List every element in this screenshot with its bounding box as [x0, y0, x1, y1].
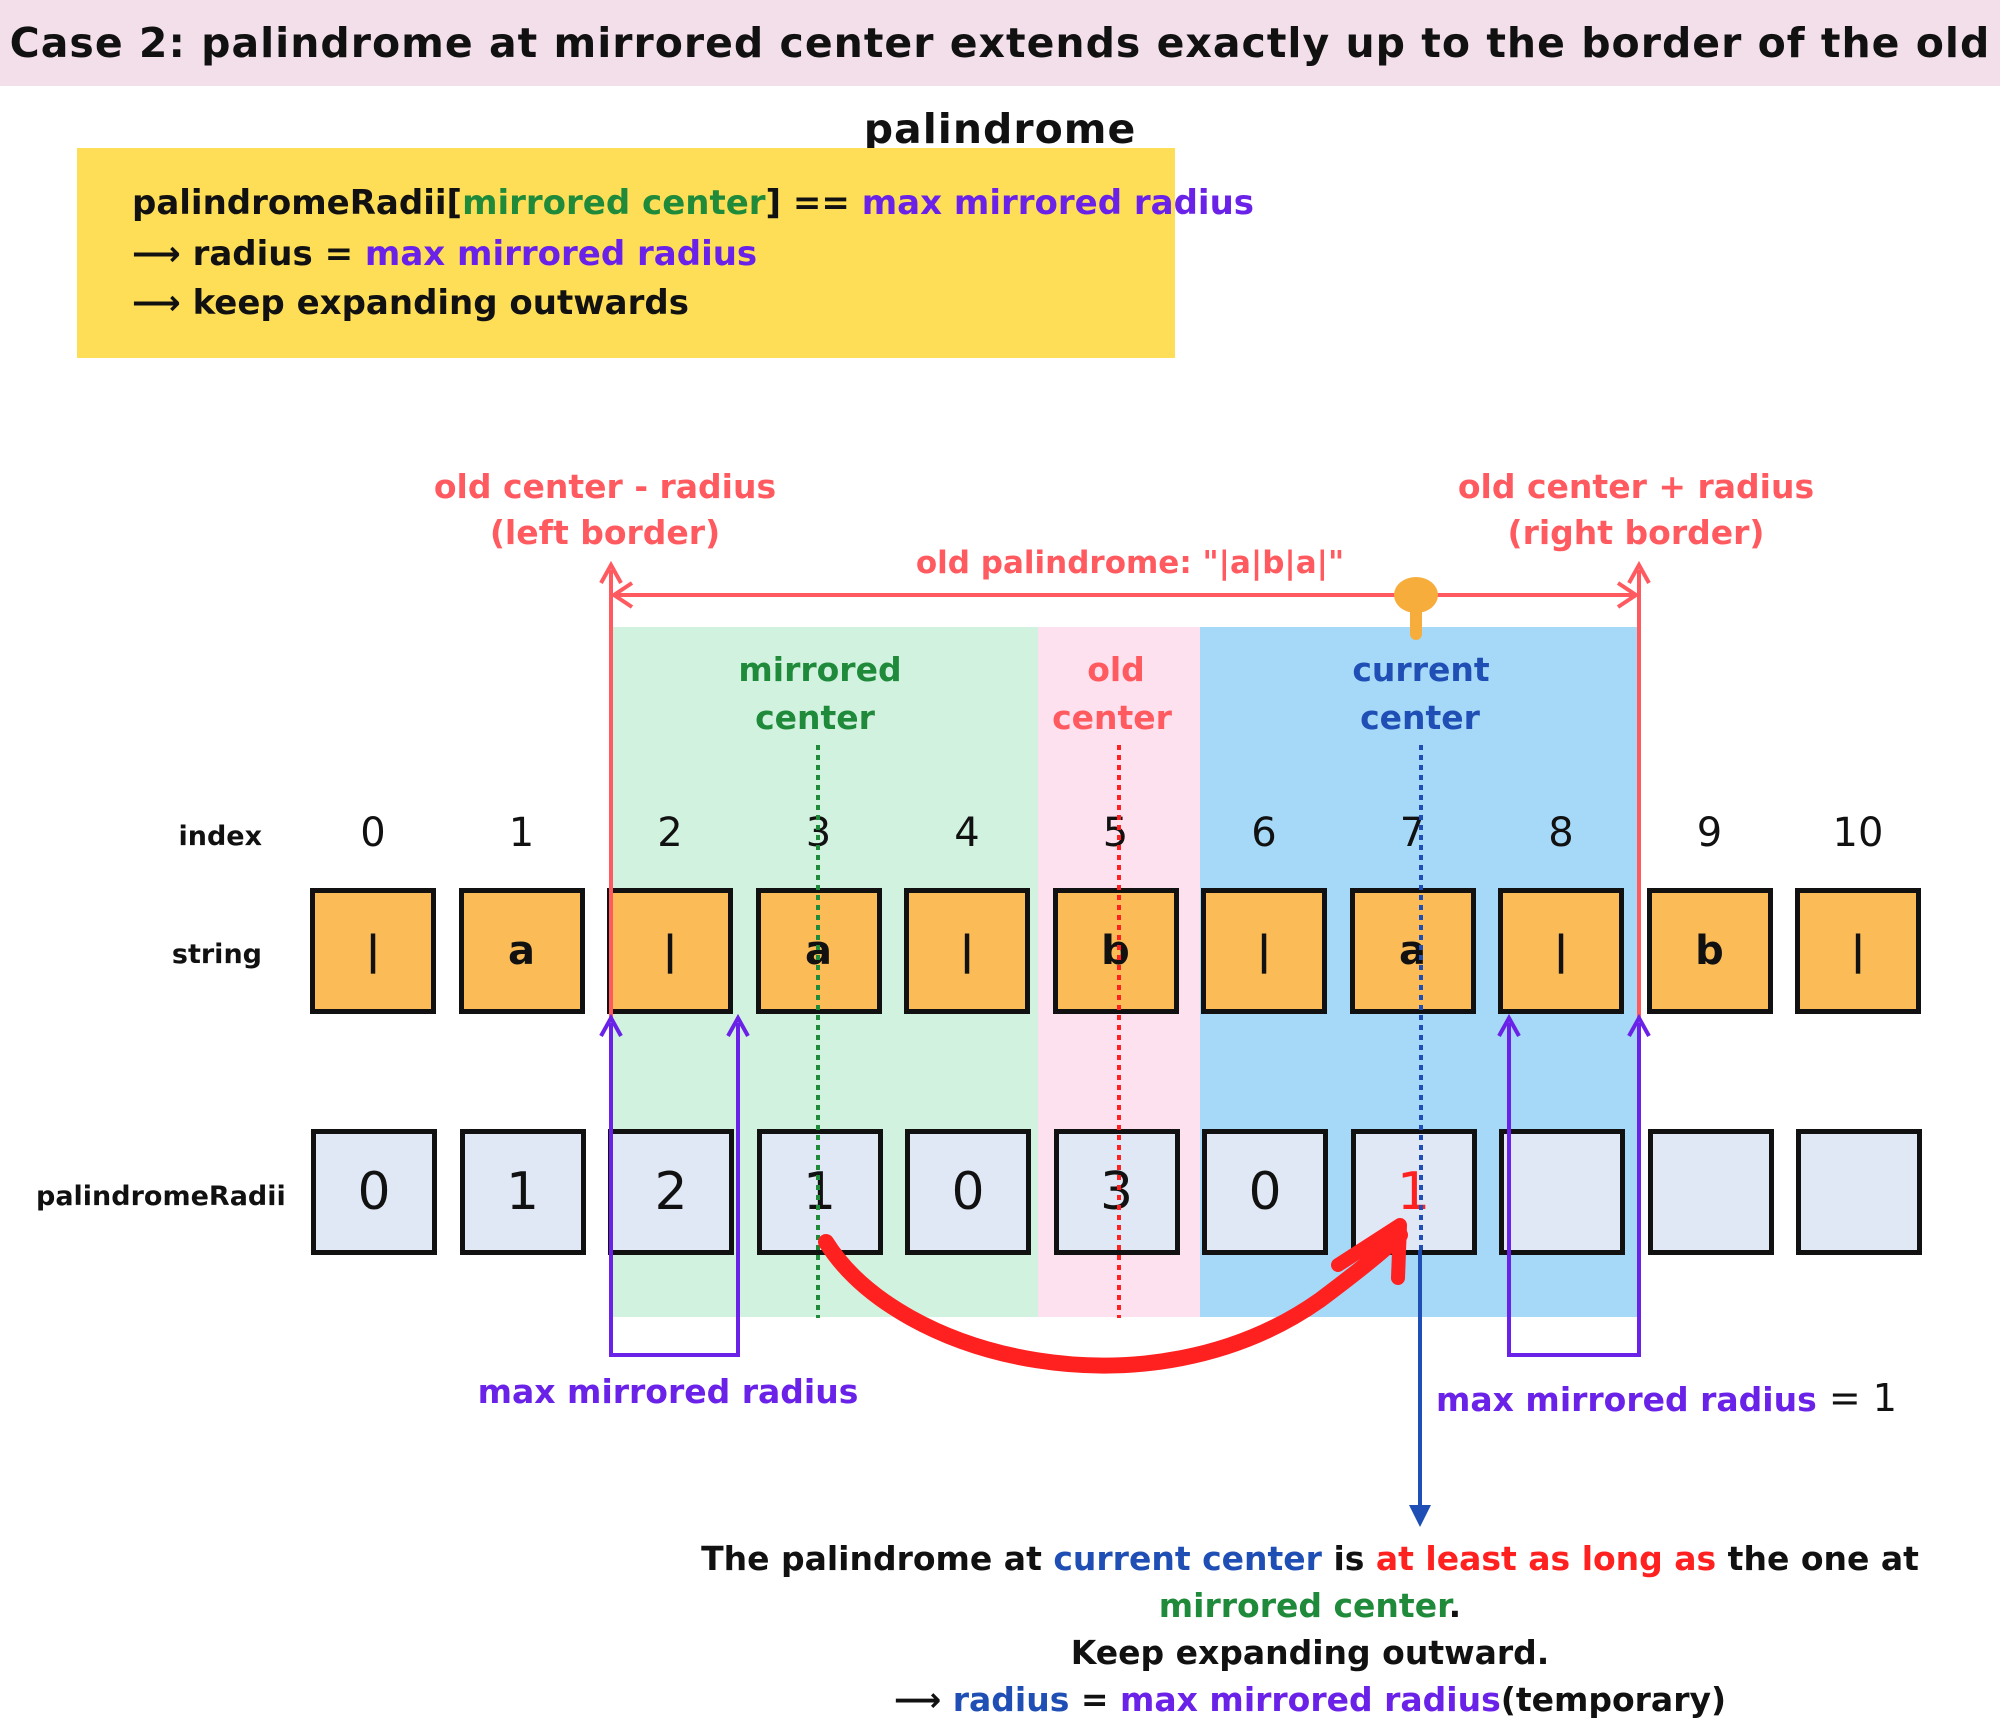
current-center-down-arrow	[1409, 1250, 1431, 1527]
note-at-least: at least as long as	[1375, 1539, 1717, 1578]
note-text: is	[1321, 1539, 1376, 1578]
bottom-note-line-3: ⟶ radius = max mirrored radius(temporary…	[620, 1676, 2000, 1723]
radii-cell: 0	[1202, 1129, 1328, 1255]
bottom-note: The palindrome at current center is at l…	[620, 1535, 2000, 1723]
max-mirrored-radius-right-label: max mirrored radius = 1	[1436, 1376, 1897, 1420]
page-title: Case 2: palindrome at mirrored center ex…	[9, 19, 1991, 153]
right-border-arrowhead	[1627, 560, 1651, 584]
radii-cell: 3	[1053, 1129, 1180, 1255]
string-cell: |	[607, 888, 733, 1014]
arrow-icon: ⟶	[893, 1680, 953, 1719]
index-label: 9	[1696, 810, 1723, 856]
radii-cell: 0	[905, 1129, 1031, 1255]
note-current-center: current center	[1053, 1539, 1322, 1578]
right-border-label-2: (right border)	[1507, 513, 1765, 552]
index-label: 2	[657, 810, 683, 856]
index-label: 10	[1832, 810, 1884, 856]
code-text: radius =	[192, 234, 365, 274]
mirror-copy-arrow	[818, 1218, 1408, 1374]
radii-cell: 0	[311, 1129, 437, 1255]
note-text: .	[1448, 1586, 1462, 1625]
string-cell: |	[1795, 888, 1921, 1014]
radii-cell: 1	[459, 1129, 586, 1255]
current-center-label-1: current	[1352, 650, 1490, 689]
old-center-label-2: center	[1052, 698, 1172, 737]
index-label: 4	[954, 810, 980, 856]
index-label: 6	[1251, 810, 1277, 856]
code-mirrored-center: mirrored center	[462, 183, 766, 223]
radii-cell	[1499, 1129, 1625, 1255]
index-label: 8	[1548, 810, 1574, 856]
string-cell: b	[1052, 888, 1179, 1014]
radii-cell: 1	[756, 1129, 883, 1255]
note-mirrored-center: mirrored center	[1158, 1586, 1449, 1625]
note-max-mirrored-radius: max mirrored radius	[1120, 1680, 1501, 1719]
radii-cell	[1796, 1129, 1922, 1255]
bottom-note-line-2: Keep expanding outward.	[1070, 1633, 1550, 1672]
arrow-icon: ⟶	[132, 283, 193, 323]
old-palindrome-label: old palindrome: "|a|b|a|"	[915, 545, 1345, 581]
bottom-note-line-1: The palindrome at current center is at l…	[620, 1535, 2000, 1629]
note-text: =	[1069, 1680, 1120, 1719]
note-text: The palindrome at	[701, 1539, 1054, 1578]
left-border-label-2: (left border)	[489, 513, 721, 552]
string-cell: a	[458, 888, 585, 1014]
arrow-icon: ⟶	[132, 234, 193, 274]
index-label: 5	[1102, 810, 1129, 856]
string-cell: a	[755, 888, 882, 1014]
string-cell: |	[904, 888, 1030, 1014]
string-cell: b	[1646, 888, 1773, 1014]
mirrored-center-label-1: mirrored	[738, 650, 902, 689]
span-left-arrowhead	[610, 581, 634, 609]
right-max-mirrored-bracket	[1497, 1013, 1651, 1357]
string-cell: |	[1498, 888, 1624, 1014]
radii-cell	[1647, 1129, 1774, 1255]
max-mirrored-radius-left-label: max mirrored radius	[477, 1372, 859, 1411]
code-text: keep expanding outwards	[192, 283, 689, 323]
radii-row-label: palindromeRadii	[36, 1181, 286, 1212]
code-text: palindromeRadii[	[132, 183, 463, 223]
right-border-label-1: old center + radius	[1457, 467, 1815, 506]
string-row-label: string	[171, 939, 262, 970]
left-max-mirrored-bracket	[599, 1013, 750, 1357]
index-row-label: index	[178, 821, 262, 852]
max-mirrored-radius-text: max mirrored radius	[1436, 1380, 1817, 1419]
pointing-hand-icon	[1394, 577, 1438, 640]
old-center-label-1: old	[1087, 650, 1145, 689]
code-box: palindromeRadii[mirrored center] == max …	[77, 148, 1254, 358]
note-radius: radius	[952, 1680, 1070, 1719]
index-label: 1	[508, 810, 535, 856]
current-center-label-2: center	[1360, 698, 1480, 737]
note-text: the one at	[1716, 1539, 1919, 1578]
index-label: 0	[360, 810, 386, 856]
note-text: (temporary)	[1500, 1680, 1727, 1719]
string-cell: |	[1201, 888, 1327, 1014]
mirrored-center-label-2: center	[755, 698, 875, 737]
code-text: ] ==	[765, 183, 862, 223]
max-mirrored-radius-value: = 1	[1816, 1376, 1897, 1420]
string-cell: |	[310, 888, 436, 1014]
title-bar	[0, 0, 2000, 86]
code-line-2: ⟶ radius = max mirrored radius	[132, 234, 757, 274]
code-max-mirrored-radius: max mirrored radius	[861, 183, 1255, 223]
left-border-label-1: old center - radius	[433, 467, 777, 506]
span-right-arrowhead	[1616, 581, 1640, 609]
code-line-3: ⟶ keep expanding outwards	[132, 283, 689, 323]
radii-cell: 1	[1350, 1129, 1477, 1255]
code-max-mirrored-radius: max mirrored radius	[364, 234, 758, 274]
code-line-1: palindromeRadii[mirrored center] == max …	[132, 183, 1254, 223]
left-border-arrowhead	[599, 560, 623, 584]
string-cell: a	[1349, 888, 1476, 1014]
